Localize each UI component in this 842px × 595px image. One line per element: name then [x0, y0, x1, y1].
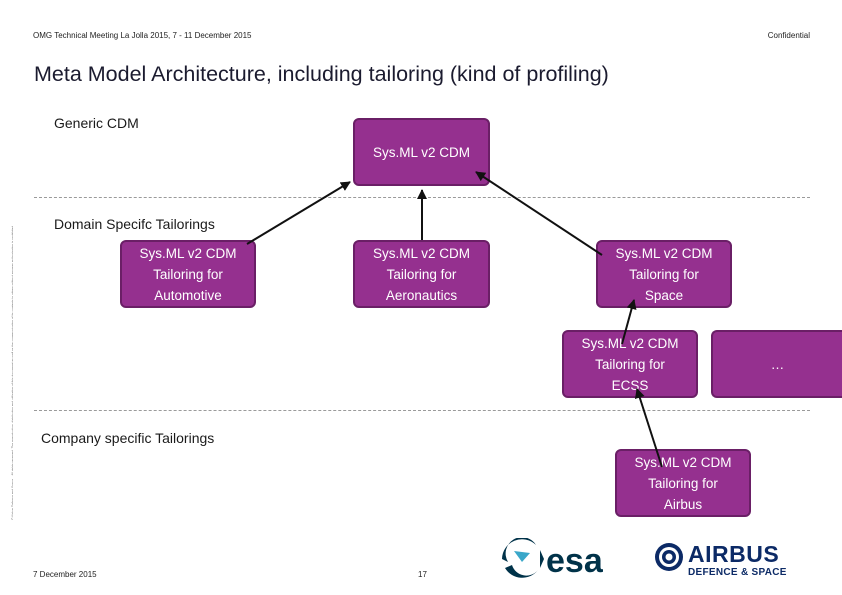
box-sysml-cdm: Sys.ML v2 CDM — [353, 118, 490, 186]
box-more-tailorings: … — [711, 330, 842, 398]
box-line: Space — [644, 287, 684, 303]
footer-page-number: 17 — [418, 570, 427, 579]
box-line: … — [770, 356, 785, 372]
section-company-tailorings: Company specific Tailorings — [41, 430, 215, 446]
box-line: Airbus — [663, 496, 703, 512]
box-line: Tailoring for — [595, 356, 665, 372]
box-airbus: Sys.ML v2 CDM Tailoring for Airbus — [615, 449, 751, 517]
airbus-logo-subtitle: DEFENCE & SPACE — [688, 567, 787, 578]
box-line: Sys.ML v2 CDM — [581, 335, 679, 351]
box-line: Sys.ML v2 CDM — [372, 245, 470, 261]
box-line: Sys.ML v2 CDM — [139, 245, 237, 261]
airbus-logo-text: AIRBUS — [688, 541, 780, 567]
header-confidential: Confidential — [767, 31, 810, 40]
section-domain-tailorings: Domain Specifc Tailorings — [54, 216, 215, 232]
divider-bottom — [34, 410, 810, 411]
header-meeting-info: OMG Technical Meeting La Jolla 2015, 7 -… — [33, 31, 252, 40]
box-line: Tailoring for — [386, 266, 457, 282]
arrow-ecss-to-space — [621, 299, 637, 345]
footer-date: 7 December 2015 — [33, 570, 97, 579]
arrow-space-to-cdm — [475, 171, 603, 256]
box-line: Tailoring for — [648, 475, 718, 491]
box-line: Sys.ML v2 CDM — [372, 144, 470, 160]
arrow-airbus-to-ecss — [634, 388, 663, 468]
box-line: Tailoring for — [153, 266, 223, 282]
box-space: Sys.ML v2 CDM Tailoring for Space — [596, 240, 732, 308]
box-line: Aeronautics — [385, 287, 458, 303]
box-automotive: Sys.ML v2 CDM Tailoring for Automotive — [120, 240, 256, 308]
slide-title: Meta Model Architecture, including tailo… — [34, 62, 609, 86]
section-generic-cdm: Generic CDM — [54, 115, 139, 131]
box-line: Sys.ML v2 CDM — [615, 245, 713, 261]
arrow-automotive-to-cdm — [246, 181, 351, 245]
box-line: Tailoring for — [629, 266, 699, 282]
box-line: Automotive — [154, 287, 222, 303]
esa-logo-text: esa — [546, 542, 604, 580]
box-aeronautics: Sys.ML v2 CDM Tailoring for Aeronautics — [353, 240, 490, 308]
esa-logo: esa — [500, 537, 630, 585]
box-ecss: Sys.ML v2 CDM Tailoring for ECSS — [562, 330, 698, 398]
